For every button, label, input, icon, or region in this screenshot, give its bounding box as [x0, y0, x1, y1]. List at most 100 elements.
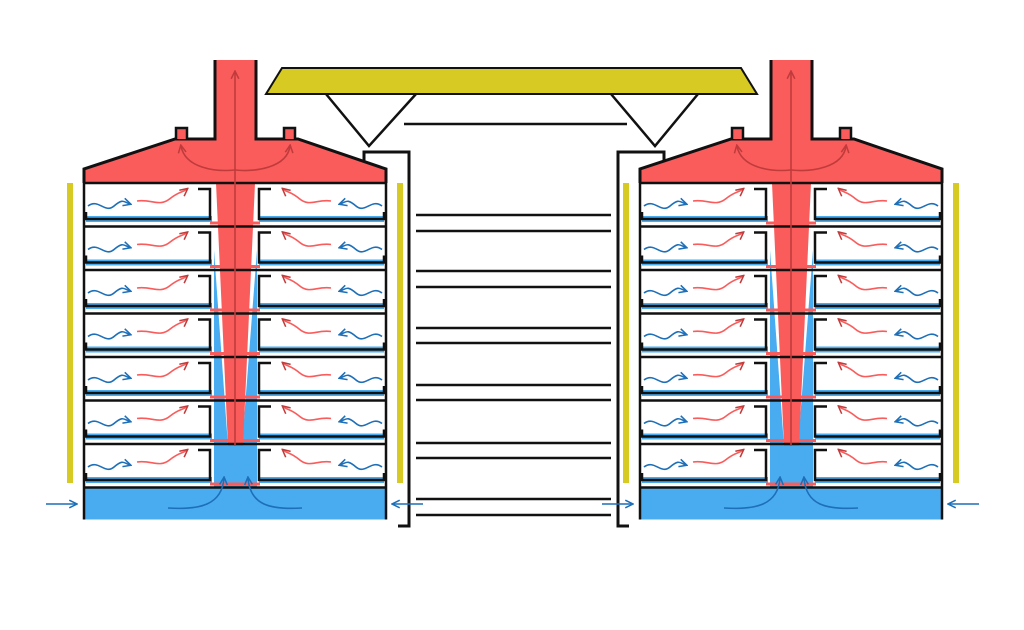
- cool-inflow-arrow-icon: [896, 245, 939, 253]
- room-right-bracket: [257, 187, 386, 221]
- facade-fin-right: [397, 183, 403, 483]
- room-right-bracket: [813, 448, 942, 482]
- warm-flow-arrow-icon: [136, 189, 187, 204]
- warm-flow-arrow-icon: [283, 363, 332, 378]
- cool-inflow-arrow-icon: [643, 201, 686, 210]
- roof-slab: [264, 67, 759, 95]
- shared-roof-canopy: [264, 67, 759, 148]
- hood-outline-right: [254, 60, 388, 183]
- room-left-bracket: [640, 361, 768, 395]
- hood-vent-right: [282, 126, 297, 139]
- warm-flow-arrow-icon: [136, 320, 187, 334]
- room-right-bracket: [813, 318, 942, 351]
- cool-inflow-arrow-icon: [896, 288, 939, 297]
- hood-swirl-left-icon: [181, 146, 236, 172]
- warm-flow-arrow-icon: [692, 189, 743, 204]
- cool-inflow-arrow-icon: [896, 419, 939, 427]
- cool-inflow-arrow-icon: [643, 375, 686, 384]
- room-right-bracket: [257, 448, 386, 482]
- warm-flow-arrow-icon: [692, 276, 743, 291]
- cool-inflow-arrow-icon: [643, 419, 686, 427]
- cool-inflow-arrow-icon: [340, 462, 383, 471]
- cool-air-core-base: [770, 446, 813, 488]
- cool-inflow-arrow-icon: [340, 375, 383, 384]
- room-left-bracket: [84, 274, 212, 308]
- room-left-bracket: [640, 231, 768, 264]
- left-building: [46, 60, 423, 520]
- cool-inflow-arrow-icon: [87, 462, 130, 471]
- right-roof-truss: [610, 93, 699, 148]
- cool-inflow-arrow-icon: [87, 201, 130, 210]
- room-left-bracket: [84, 361, 212, 395]
- plenum-swirl-right-icon: [804, 478, 859, 510]
- warm-flow-arrow-icon: [692, 450, 743, 465]
- warm-flow-arrow-icon: [839, 407, 888, 421]
- room-left-bracket: [84, 448, 212, 482]
- plenum-swirl-left-icon: [723, 478, 780, 510]
- cool-inflow-arrow-icon: [896, 375, 939, 384]
- room-left-bracket: [640, 405, 768, 438]
- room-right-bracket: [257, 318, 386, 351]
- plenum-swirl-left-icon: [167, 478, 224, 510]
- facade-fin-right: [953, 183, 959, 483]
- cool-inflow-arrow-icon: [87, 419, 130, 427]
- hood-vent-left: [730, 126, 745, 139]
- cool-inflow-arrow-icon: [340, 419, 383, 427]
- cool-inflow-arrow-icon: [340, 288, 383, 297]
- cool-inflow-arrow-icon: [643, 288, 686, 297]
- warm-flow-arrow-icon: [839, 189, 888, 204]
- room-left-bracket: [84, 187, 212, 221]
- hood-swirl-right-icon: [790, 146, 846, 172]
- cool-inflow-arrow-icon: [896, 462, 939, 471]
- cool-inflow-arrow-icon: [643, 332, 686, 340]
- warm-flow-arrow-icon: [283, 189, 332, 204]
- cool-inflow-arrow-icon: [87, 288, 130, 297]
- cool-air-core-base: [214, 446, 257, 488]
- hood-vent-right: [838, 126, 853, 139]
- cool-air-plenum: [640, 487, 942, 520]
- cool-inflow-arrow-icon: [340, 245, 383, 253]
- left-roof-truss: [325, 93, 417, 148]
- hood-vent-left: [174, 126, 189, 139]
- warm-flow-arrow-icon: [136, 276, 187, 291]
- room-right-bracket: [813, 405, 942, 438]
- hood-outline-right: [810, 60, 944, 183]
- bridge-left-frame: [362, 150, 411, 528]
- warm-flow-arrow-icon: [283, 450, 332, 465]
- cool-inflow-arrow-icon: [87, 375, 130, 384]
- room-right-bracket: [257, 405, 386, 438]
- warm-flow-arrow-icon: [692, 233, 743, 247]
- cool-inflow-arrow-icon: [643, 245, 686, 253]
- plenum-swirl-right-icon: [248, 478, 303, 510]
- room-right-bracket: [257, 361, 386, 395]
- room-right-bracket: [813, 274, 942, 308]
- cool-inflow-arrow-icon: [896, 201, 939, 210]
- room-right-bracket: [813, 231, 942, 264]
- warm-flow-arrow-icon: [136, 450, 187, 465]
- warm-flow-arrow-icon: [283, 276, 332, 291]
- warm-flow-arrow-icon: [692, 363, 743, 378]
- room-right-bracket: [813, 361, 942, 395]
- right-building: [602, 60, 979, 520]
- cool-inflow-arrow-icon: [340, 201, 383, 210]
- cool-inflow-arrow-icon: [87, 332, 130, 340]
- warm-flow-arrow-icon: [839, 450, 888, 465]
- warm-flow-arrow-icon: [283, 407, 332, 421]
- warm-flow-arrow-icon: [692, 407, 743, 421]
- warm-flow-arrow-icon: [136, 233, 187, 247]
- warm-flow-arrow-icon: [839, 233, 888, 247]
- warm-flow-arrow-icon: [136, 363, 187, 378]
- room-right-bracket: [813, 187, 942, 221]
- cool-inflow-arrow-icon: [87, 245, 130, 253]
- warm-flow-arrow-icon: [692, 320, 743, 334]
- room-right-bracket: [257, 274, 386, 308]
- connecting-bridge: [362, 150, 666, 528]
- warm-flow-arrow-icon: [839, 363, 888, 378]
- hood-swirl-left-icon: [737, 146, 792, 172]
- warm-flow-arrow-icon: [839, 276, 888, 291]
- cool-inflow-arrow-icon: [643, 462, 686, 471]
- room-left-bracket: [84, 231, 212, 264]
- room-left-bracket: [640, 274, 768, 308]
- room-right-bracket: [257, 231, 386, 264]
